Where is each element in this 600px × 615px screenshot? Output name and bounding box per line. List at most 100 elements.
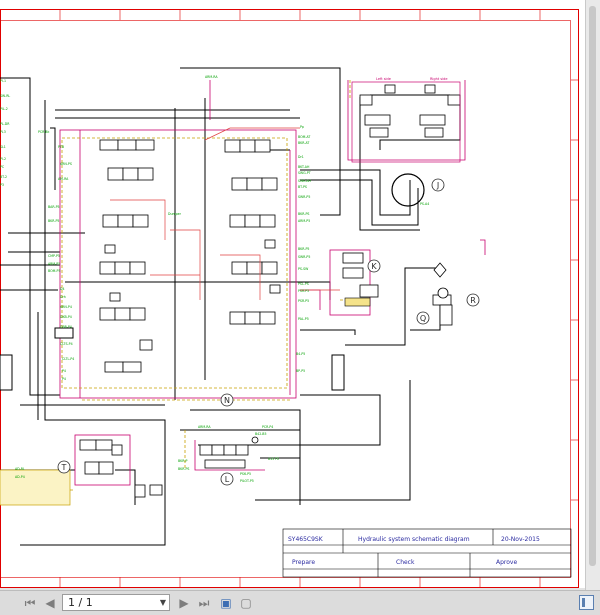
assembly-j xyxy=(359,84,461,138)
svg-text:AD-P4: AD-P4 xyxy=(15,475,25,479)
assembly-j-ports xyxy=(351,81,461,163)
svg-text:PCR-Bk: PCR-Bk xyxy=(38,130,49,134)
svg-text:PAL-P5: PAL-P5 xyxy=(298,317,309,321)
svg-text:BKR-PS: BKR-PS xyxy=(298,212,309,216)
svg-text:DKB-P4: DKB-P4 xyxy=(60,315,72,319)
single-page-icon[interactable]: ▢ xyxy=(240,596,252,610)
prepare-label: Prepare xyxy=(292,559,315,566)
svg-text:SW-RL: SW-RL xyxy=(0,94,10,98)
assembly-t xyxy=(79,439,163,498)
red-lines xyxy=(110,127,340,300)
next-page-icon[interactable]: ▶ xyxy=(179,596,189,610)
svg-text:P3: P3 xyxy=(0,183,4,187)
svg-text:DBR-P4: DBR-P4 xyxy=(60,325,72,329)
svg-text:SL1: SL1 xyxy=(0,145,6,149)
drawing-title: Hydraulic system schematic diagram xyxy=(358,536,470,543)
sidebar-toggle-icon[interactable] xyxy=(579,595,594,610)
svg-text:BKR-P5: BKR-P5 xyxy=(48,219,59,223)
svg-text:BOM-P5: BOM-P5 xyxy=(48,269,61,273)
svg-text:PS-SW: PS-SW xyxy=(298,267,309,271)
svg-text:CLTS-P4: CLTS-P4 xyxy=(60,342,73,346)
svg-text:SWR-P5: SWR-P5 xyxy=(298,255,310,259)
viewer-toolbar: ⏮ ◀ 1 / 1 ▼ ▶ ⏭ ▣ ▢ xyxy=(0,590,600,615)
svg-text:PL3: PL3 xyxy=(0,130,6,134)
svg-text:BKR-P: BKR-P xyxy=(178,459,188,463)
svg-text:PSR-P5: PSR-P5 xyxy=(298,289,309,293)
svg-text:PC: PC xyxy=(0,165,5,169)
svg-text:CMP-P5: CMP-P5 xyxy=(48,254,60,258)
callout-r: R xyxy=(470,296,476,305)
callout-j: J xyxy=(436,181,439,190)
svg-text:B42-B5: B42-B5 xyxy=(255,432,267,436)
svg-text:BKT-AH: BKT-AH xyxy=(298,165,310,169)
k-tank xyxy=(344,297,371,307)
actuators xyxy=(0,327,345,391)
svg-text:BT-PS: BT-PS xyxy=(298,185,307,189)
svg-text:SWR-P5: SWR-P5 xyxy=(298,195,310,199)
fit-page-icon[interactable]: ▣ xyxy=(220,596,232,610)
first-page-icon[interactable]: ⏮ xyxy=(24,596,36,610)
svg-text:B4-P5: B4-P5 xyxy=(296,352,305,356)
svg-text:PTB: PTB xyxy=(58,145,64,149)
svg-text:AM-RA: AM-RA xyxy=(58,177,69,181)
svg-text:PS6-P5: PS6-P5 xyxy=(240,472,251,476)
svg-text:CLTL-P4: CLTL-P4 xyxy=(62,357,74,361)
svg-text:Pp: Pp xyxy=(300,125,304,129)
svg-text:Dumper: Dumper xyxy=(168,212,182,216)
assembly-l xyxy=(199,436,259,469)
vertical-scrollbar[interactable] xyxy=(585,0,600,590)
svg-text:PIL-2: PIL-2 xyxy=(0,107,8,111)
main-pipes xyxy=(0,67,461,546)
svg-text:PI-2: PI-2 xyxy=(0,157,6,161)
page-select[interactable]: 1 / 1 ▼ xyxy=(62,594,170,611)
svg-text:BP-P5: BP-P5 xyxy=(296,369,305,373)
callout-n: N xyxy=(224,396,230,405)
svg-text:PL-DR: PL-DR xyxy=(0,122,10,126)
svg-text:ARM-RA: ARM-RA xyxy=(198,425,211,429)
svg-text:PCR-P4: PCR-P4 xyxy=(262,425,273,429)
svg-text:AD-RL: AD-RL xyxy=(15,467,25,471)
svg-text:SWR-AH: SWR-AH xyxy=(298,179,312,183)
callout-k: K xyxy=(371,262,377,271)
assembly-qr xyxy=(432,262,453,326)
t-tank xyxy=(0,469,71,506)
valve-bank xyxy=(99,139,281,373)
svg-text:P4: P4 xyxy=(62,369,66,373)
swing-motor xyxy=(391,173,425,207)
svg-text:ARN-P4: ARN-P4 xyxy=(60,305,72,309)
prev-page-icon[interactable]: ◀ xyxy=(45,596,55,610)
svg-text:PILOT-P5: PILOT-P5 xyxy=(240,479,254,483)
model-number: SY465C9SK xyxy=(288,536,324,543)
check-label: Check xyxy=(396,559,415,566)
svg-text:ARN-PS: ARN-PS xyxy=(60,162,72,166)
svg-text:ARM-RA: ARM-RA xyxy=(205,75,218,79)
svg-text:Dr1: Dr1 xyxy=(298,155,304,159)
left-side-label: Left side xyxy=(376,77,391,81)
callouts: J K N Q R T L xyxy=(57,178,480,486)
svg-text:PSR-P5: PSR-P5 xyxy=(298,299,309,303)
pilot-lines xyxy=(59,80,486,486)
svg-text:P4: P4 xyxy=(62,377,66,381)
scrollbar-thumb[interactable] xyxy=(589,6,596,566)
svg-text:ARM-P5: ARM-P5 xyxy=(298,219,310,223)
svg-text:BOM-AT: BOM-AT xyxy=(298,135,310,139)
title-block xyxy=(282,528,572,578)
svg-text:BKR-AT: BKR-AT xyxy=(298,141,309,145)
frame-outer xyxy=(0,9,579,588)
svg-text:PSL-PS: PSL-PS xyxy=(298,282,309,286)
svg-text:BT-2: BT-2 xyxy=(0,175,7,179)
drawing-date: 20-Nov-2015 xyxy=(501,536,540,543)
svg-text:BKR-P5: BKR-P5 xyxy=(298,247,309,251)
callout-q: Q xyxy=(420,314,426,323)
frame-inner xyxy=(0,20,571,578)
svg-text:A15 P2: A15 P2 xyxy=(268,457,279,461)
svg-text:D4: D4 xyxy=(60,287,64,291)
svg-text:ARM-P5: ARM-P5 xyxy=(48,262,60,266)
frame-ticks xyxy=(59,9,578,588)
last-page-icon[interactable]: ⏭ xyxy=(198,596,210,610)
callout-t: T xyxy=(61,463,67,472)
